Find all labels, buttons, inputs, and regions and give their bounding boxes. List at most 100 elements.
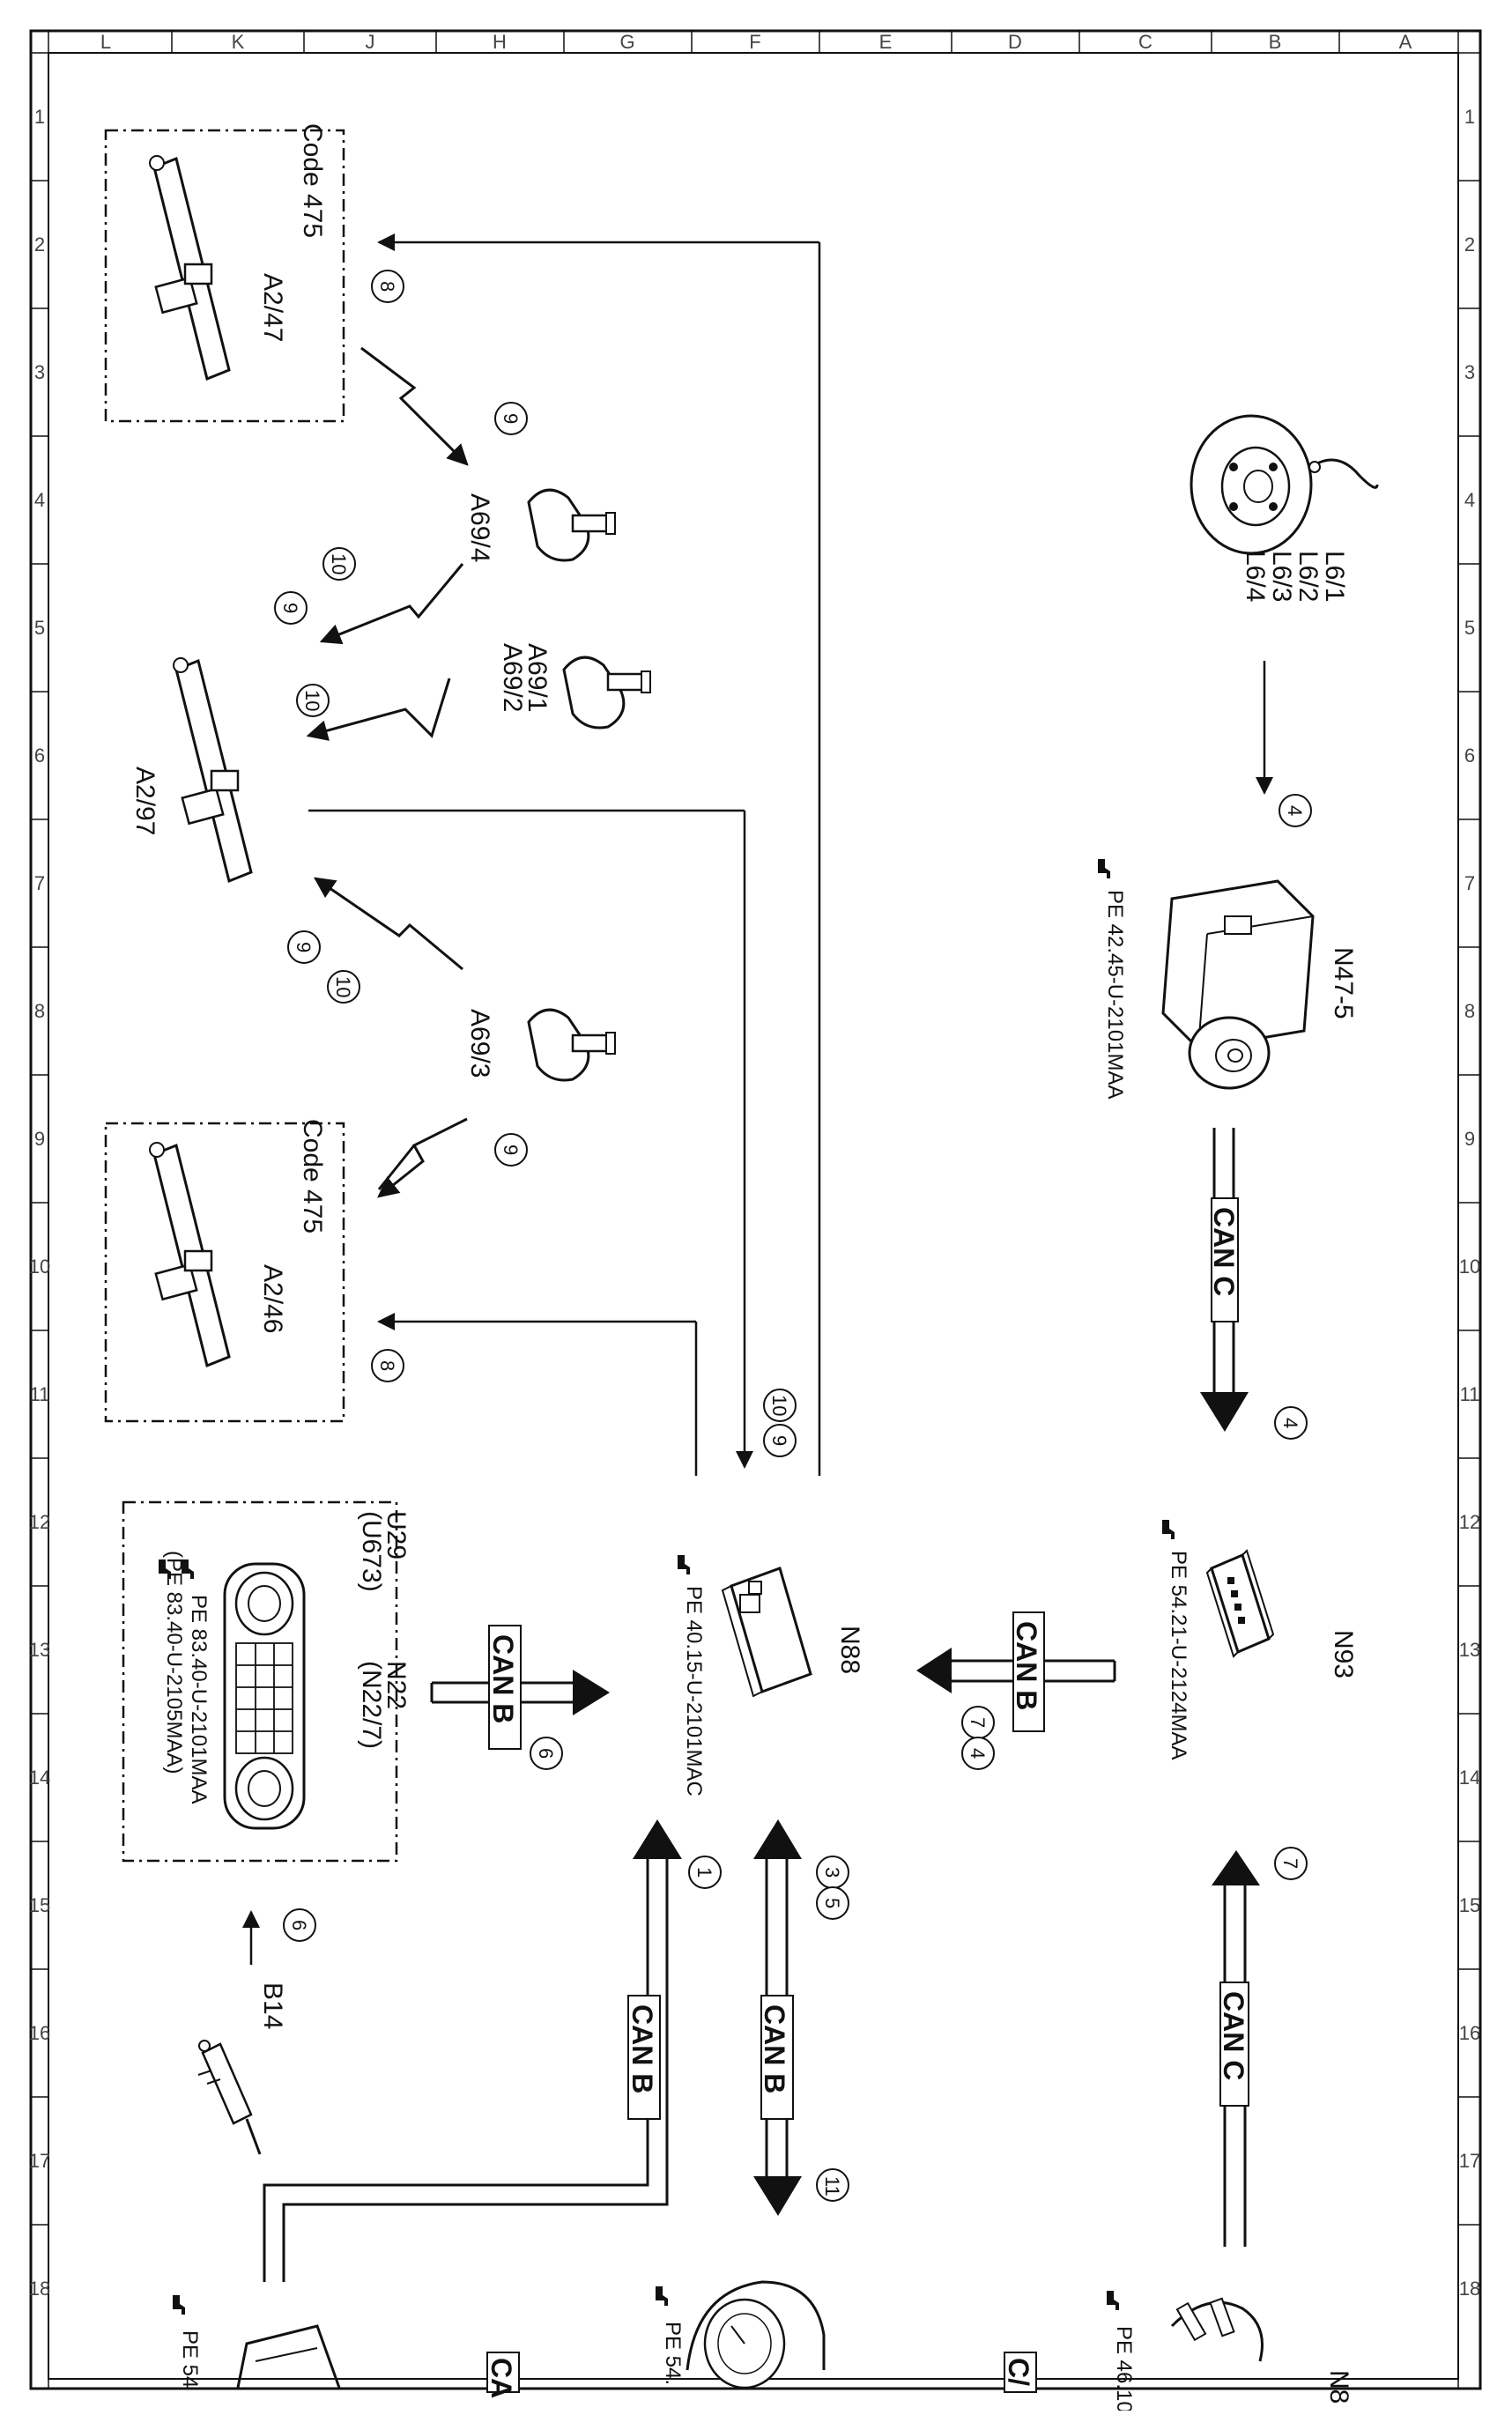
row-label: 16 [1459,2022,1480,2044]
svg-text:10: 10 [768,1395,790,1416]
label-l6-4: L6/4 [1241,551,1270,602]
col-label: D [1008,31,1022,53]
bottom-left-device-icon [236,2324,341,2389]
label-u29: U29 [382,1511,411,1559]
svg-text:9: 9 [500,1145,522,1155]
label-l6-3: L6/3 [1267,551,1296,602]
ref-n8: PE 46.10 [1107,2291,1136,2413]
label-a2-97: A2/97 [130,767,159,835]
zigzag-radio-icon [319,563,464,645]
climate-unit-box [122,1500,398,1863]
svg-text:CAN B: CAN B [1011,1621,1042,1710]
row-label: 3 [34,361,45,383]
esp-hydraulic-unit-icon [1161,879,1315,1090]
row-label: 1 [34,106,45,128]
svg-text:4: 4 [1284,805,1306,816]
row-label: 1 [1464,106,1475,128]
step-6-badge: 6 [530,1737,563,1770]
label-u673: (U673) [357,1511,386,1592]
step-badges-n88-top: 10 9 [763,1389,797,1457]
svg-text:CAN C: CAN C [1208,1207,1240,1296]
svg-text:10: 10 [301,690,323,711]
steering-switch-icon [1170,2297,1264,2362]
row-label: 2 [34,233,45,256]
svg-text:PE 46.10: PE 46.10 [1112,2326,1136,2411]
step-4-badge: 4 [1279,794,1312,827]
label-n8: N8 [1324,2370,1353,2404]
svg-text:4: 4 [1279,1418,1301,1428]
row-label: 15 [1459,1894,1480,1916]
ref-n88: PE 40.15-U-2101MAC [678,1555,706,1796]
label-a69-3: A69/3 [465,1009,494,1078]
svg-text:C/: C/ [1003,2358,1034,2386]
hand-pointer-icon [173,2295,185,2315]
row-label: 13 [29,1639,50,1661]
antenna-icon [149,155,231,382]
col-label: A [1399,31,1412,53]
svg-text:9: 9 [279,603,301,613]
label-a2-47: A2/47 [258,273,287,342]
svg-text:11: 11 [821,2176,843,2196]
hand-pointer-icon [1162,1520,1175,1539]
svg-text:3: 3 [821,1867,843,1878]
row-label: 5 [34,617,45,639]
col-label: J [366,31,375,53]
wheel-sensor-labels: L6/1 L6/2 L6/3 L6/4 [1241,551,1349,602]
ref-n47-5: PE 42.45-U-2101MAA [1098,859,1127,1099]
row-label: 6 [1464,745,1475,767]
n88-output-lines [308,233,821,1476]
svg-text:CAN B: CAN B [759,2004,790,2093]
step-badges-a69-4: 10 9 [274,547,356,625]
row-label: 3 [1464,361,1475,383]
zigzag-radio-icon [306,678,451,741]
svg-text:1: 1 [693,1867,715,1878]
row-label: 4 [34,489,45,511]
hand-pointer-icon [1107,2291,1119,2310]
ref-n93: PE 54.21-U-2124MAA [1162,1520,1190,1759]
brake-disc-icon [1190,414,1379,555]
row-label: 13 [1459,1639,1480,1661]
code-475-bottom: Code 475 [298,1119,327,1233]
label-l6-1: L6/1 [1320,551,1349,602]
col-label: C [1138,31,1153,53]
n88-control-unit-icon [721,1567,812,1698]
col-label: B [1269,31,1282,53]
zigzag-radio-icon [377,1117,468,1198]
row-label: 9 [34,1128,45,1150]
row-label: 10 [29,1256,50,1278]
step-badges-n93: 7 4 [961,1706,995,1770]
row-label: 12 [1459,1511,1480,1533]
svg-text:PE 54: PE 54 [178,2330,202,2388]
row-ruler: 1 2 3 4 5 6 7 8 9 10 11 12 13 14 15 16 1… [29,106,1480,2300]
can-b-lower-left: CAN B [263,1819,682,2282]
row-label: 6 [34,745,45,767]
svg-text:9: 9 [500,413,522,424]
antenna-a2-46-box [104,1122,345,1423]
label-n93: N93 [1329,1630,1358,1678]
code-475-top: Code 475 [298,123,327,238]
label-l6-2: L6/2 [1293,551,1323,602]
row-label: 18 [29,2278,50,2300]
zigzag-radio-icon [360,346,469,466]
can-b-bidirectional: CAN B [753,1819,802,2216]
ref-cluster: PE 54. [656,2286,685,2385]
row-label: 17 [1459,2150,1480,2172]
partial-can-box-left: CA [485,2352,520,2398]
row-label: 9 [1464,1128,1475,1150]
col-label: L [100,31,111,53]
row-label: 10 [1459,1256,1480,1278]
col-label: F [749,31,760,53]
svg-text:9: 9 [768,1435,790,1446]
svg-text:8: 8 [376,1360,398,1371]
col-label: E [879,31,893,53]
step-7-badge: 7 [1274,1847,1308,1880]
svg-text:6: 6 [535,1748,557,1759]
svg-text:CAN B: CAN B [626,2004,658,2093]
instrument-cluster-icon [686,2280,826,2389]
svg-text:8: 8 [376,281,398,292]
row-label: 11 [30,1383,50,1405]
label-a2-46: A2/46 [258,1264,287,1333]
temp-sensor-icon [197,2040,262,2155]
row-label: 17 [29,2150,50,2172]
svg-text:PE 40.15-U-2101MAC: PE 40.15-U-2101MAC [682,1586,706,1796]
